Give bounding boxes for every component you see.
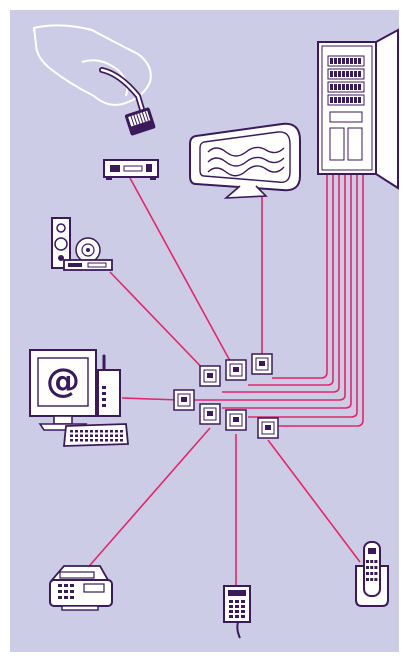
wall-socket (225, 409, 247, 431)
cable-line (272, 175, 328, 379)
patch-panel-cabinet-icon (317, 28, 399, 190)
wall-socket (173, 389, 195, 411)
cable-line (194, 175, 346, 401)
set-top-box-icon (103, 159, 159, 180)
hifi-speaker-cd-icon (51, 217, 113, 271)
cable-line (276, 175, 364, 427)
wall-socket (225, 359, 247, 381)
email-at-symbol: @ (46, 361, 80, 401)
wall-socket (199, 403, 221, 425)
cable-line (248, 175, 358, 418)
cable-line (129, 177, 236, 371)
cable-line (248, 175, 334, 386)
keyboard-icon (63, 423, 129, 447)
router-icon (97, 354, 121, 417)
wall-sockets (173, 353, 279, 439)
wall-socket (257, 417, 279, 439)
hand-holding-rj45-plug-icon (32, 24, 156, 136)
cable-line (109, 271, 211, 377)
wall-phone-icon (223, 585, 251, 639)
cable-line (222, 175, 340, 393)
cordless-phone-icon (355, 541, 389, 607)
cable-layer (83, 175, 364, 588)
wall-socket (251, 353, 273, 375)
television-icon (189, 122, 301, 199)
wall-socket (199, 365, 221, 387)
cable-line (222, 175, 352, 409)
cable-line (83, 427, 211, 573)
fax-machine-icon (49, 565, 113, 611)
cable-line (267, 439, 361, 563)
cable-line (121, 397, 181, 401)
